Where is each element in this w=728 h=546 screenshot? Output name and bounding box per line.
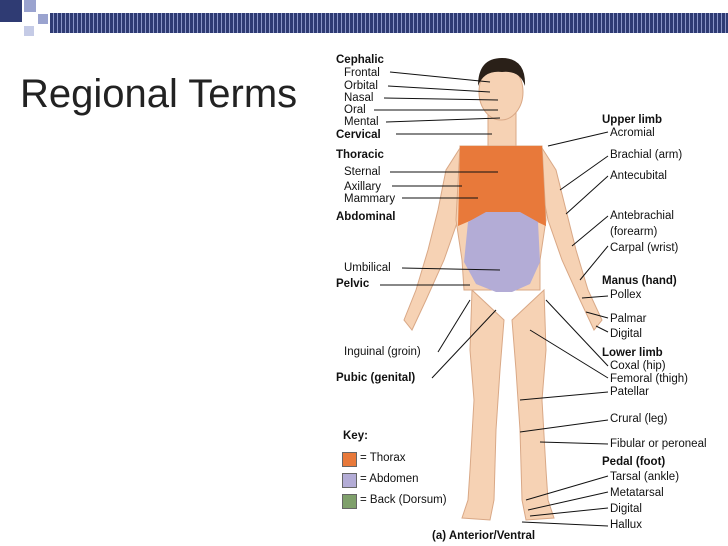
label-axillary: Axillary bbox=[344, 181, 382, 193]
label-inguinal: Inguinal (groin) bbox=[344, 346, 421, 358]
header-square-pale bbox=[24, 26, 34, 36]
label-umbilical: Umbilical bbox=[344, 262, 391, 274]
right-arm bbox=[539, 146, 603, 331]
label-brachial: Brachial (arm) bbox=[610, 149, 683, 161]
label-digital-hand: Digital bbox=[610, 328, 642, 340]
label-forearm: (forearm) bbox=[610, 226, 658, 238]
figure-caption: (a) Anterior/Ventral bbox=[432, 530, 536, 542]
key-swatch-abdomen bbox=[342, 473, 357, 488]
leader-lines bbox=[374, 71, 609, 527]
label-antecubital: Antecubital bbox=[610, 170, 667, 182]
label-crural: Crural (leg) bbox=[610, 413, 668, 425]
decorative-header bbox=[0, 0, 728, 40]
label-carpal: Carpal (wrist) bbox=[610, 242, 679, 254]
label-frontal: Frontal bbox=[344, 67, 380, 79]
label-coxal: Coxal (hip) bbox=[610, 360, 666, 372]
header-square-light bbox=[24, 0, 36, 12]
label-abdominal: Abdominal bbox=[336, 211, 396, 223]
key-swatch-back bbox=[342, 494, 357, 509]
label-mental: Mental bbox=[344, 116, 379, 128]
label-oral: Oral bbox=[344, 104, 366, 116]
label-pollex: Pollex bbox=[610, 289, 642, 301]
label-thoracic: Thoracic bbox=[336, 149, 384, 161]
label-patellar: Patellar bbox=[610, 386, 649, 398]
key-swatch-thorax bbox=[342, 452, 357, 467]
key-label-thorax: = Thorax bbox=[360, 452, 406, 464]
label-tarsal: Tarsal (ankle) bbox=[610, 471, 680, 483]
label-pubic: Pubic (genital) bbox=[336, 372, 416, 384]
label-acromial: Acromial bbox=[610, 127, 655, 139]
label-metatarsal: Metatarsal bbox=[610, 487, 664, 499]
label-palmar: Palmar bbox=[610, 313, 647, 325]
label-pelvic: Pelvic bbox=[336, 278, 370, 290]
header-square-light bbox=[38, 14, 48, 24]
abdomen-region bbox=[464, 212, 540, 292]
label-upper-limb: Upper limb bbox=[602, 114, 663, 126]
key-title: Key: bbox=[343, 430, 368, 442]
label-femoral: Femoral (thigh) bbox=[610, 373, 688, 385]
slide-title: Regional Terms bbox=[20, 72, 298, 116]
hair bbox=[478, 58, 526, 86]
left-leg bbox=[461, 288, 505, 521]
label-mammary: Mammary bbox=[344, 193, 396, 205]
label-hallux: Hallux bbox=[610, 519, 642, 531]
header-square-dark bbox=[0, 0, 22, 22]
label-digital-foot: Digital bbox=[610, 503, 642, 515]
label-sternal: Sternal bbox=[344, 166, 381, 178]
key-label-abdomen: = Abdomen bbox=[360, 473, 419, 485]
left-arm bbox=[403, 146, 465, 331]
label-antebrachial: Antebrachial bbox=[610, 210, 674, 222]
label-manus: Manus (hand) bbox=[602, 275, 677, 287]
thorax-region bbox=[458, 146, 546, 226]
label-nasal: Nasal bbox=[344, 92, 374, 104]
body-figure bbox=[403, 58, 603, 521]
label-lower-limb: Lower limb bbox=[602, 347, 663, 359]
label-orbital: Orbital bbox=[344, 80, 378, 92]
key-label-back: = Back (Dorsum) bbox=[360, 494, 447, 506]
label-cervical: Cervical bbox=[336, 129, 381, 141]
label-fibular: Fibular or peroneal bbox=[610, 438, 707, 450]
label-pedal: Pedal (foot) bbox=[602, 456, 666, 468]
right-leg bbox=[511, 288, 555, 521]
label-cephalic: Cephalic bbox=[336, 54, 384, 66]
header-stripe-bar bbox=[50, 13, 728, 33]
